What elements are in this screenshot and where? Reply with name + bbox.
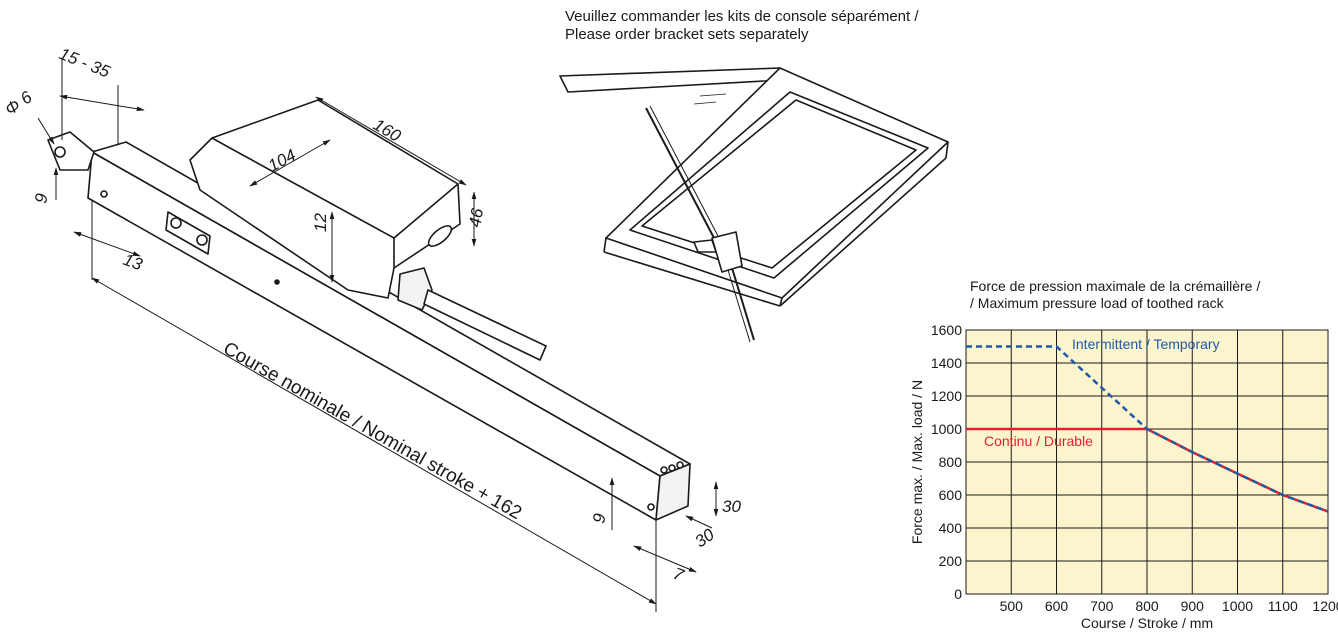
x-tick-label: 1000 [1222,598,1253,614]
dimension-lines [37,58,719,612]
eye-hole-icon [54,146,66,158]
dim-phi6: Φ 6 [1,87,36,119]
order-note-fr: Veuillez commander les kits de console s… [565,8,919,25]
series-label-intermittent: Intermittent / Temporary [1072,336,1220,352]
x-tick-label: 800 [1135,598,1159,614]
dim-13: 13 [121,250,146,275]
window-sash [559,67,783,93]
tick-labels: 500 600 700 800 900 1000 1100 1200 0 200 400 600 800… [931,322,1338,614]
dim-9-left: 9 [31,192,51,205]
dim-30-a: 30 [722,497,741,516]
dim-9-right: 9 [589,512,609,525]
y-tick-label: 600 [939,487,963,503]
dim-46: 46 [465,206,487,228]
y-tick-label: 400 [939,520,963,536]
series-line-intermittent [966,345,1329,513]
y-tick-label: 0 [954,586,962,602]
y-tick-label: 1200 [931,388,962,404]
pressure-load-chart: 500 600 700 800 900 1000 1100 1200 0 200 400 600 800… [909,322,1338,631]
series-group [966,345,1329,513]
y-tick-label: 800 [939,454,963,470]
dim-30-b: 30 [691,525,718,552]
x-tick-label: 500 [1000,598,1024,614]
screw-icon [660,466,668,474]
x-tick-label: 700 [1090,598,1114,614]
x-tick-label: 1200 [1312,598,1338,614]
screw-icon [676,461,684,469]
y-tick-label: 1000 [931,421,962,437]
screw-icon [668,464,676,472]
series-label-continuous: Continu / Durable [984,433,1093,449]
x-tick-label: 600 [1045,598,1069,614]
chart-title-fr: Force de pression maximale de la crémail… [970,278,1261,294]
slot-icon [427,225,453,247]
dim-15-35: 15 - 35 [57,44,114,82]
actuator-body [711,231,743,273]
window-illustration [559,67,949,343]
chart-title: Force de pression maximale de la crémail… [970,278,1260,312]
eye-fitting [47,131,95,171]
actuator-drawing [47,99,691,521]
dim-7: 7 [671,564,687,585]
hole-icon [647,503,655,511]
order-note: Veuillez commander les kits de console s… [565,8,919,44]
y-tick-label: 1600 [931,322,962,338]
order-note-en: Please order bracket sets separately [565,26,809,43]
motor-housing-top [211,137,459,239]
chart-title-en: / Maximum pressure load of toothed rack [970,295,1224,311]
y-tick-label: 200 [939,553,963,569]
y-tick-label: 1400 [931,355,962,371]
screw-icon [170,217,182,229]
screw-icon [196,234,208,246]
x-tick-label: 900 [1181,598,1205,614]
hole-icon [274,279,280,285]
dim-12: 12 [311,213,330,232]
window-glass [641,99,917,269]
y-axis-label: Force max. / Max. load / N [909,380,925,544]
hole-icon [100,190,108,198]
window-frame-inner [629,91,929,279]
x-tick-label: 1100 [1268,598,1298,614]
x-axis-label: Course / Stroke / mm [1081,615,1213,631]
